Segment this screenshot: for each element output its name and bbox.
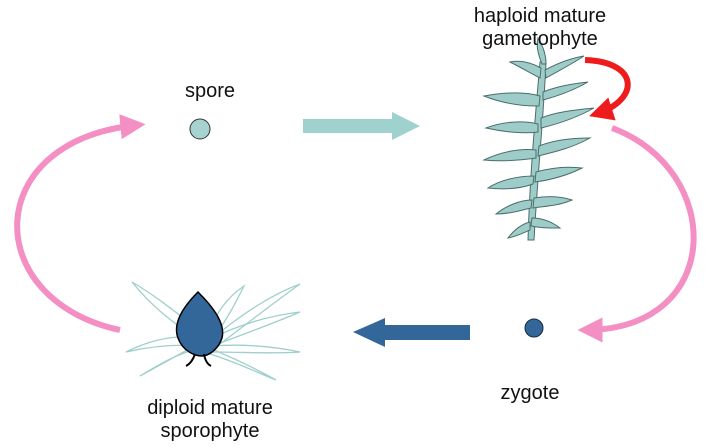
label-gametophyte: haploid mature gametophyte [430,5,650,51]
label-sporophyte: diploid mature sporophyte [100,397,320,443]
fertilization-arrow [584,57,631,121]
sporophyte-plant [125,281,301,381]
label-gametophyte-line2: gametophyte [482,28,598,50]
sporophyte-foot [185,353,212,367]
spore-shape [189,118,211,140]
label-zygote: zygote [500,382,560,404]
label-sporophyte-line1: diploid mature [147,397,273,419]
label-gametophyte-line1: haploid mature [473,5,607,27]
gametophyte-plant [482,36,595,241]
label-spore: spore [184,80,236,102]
growth-arrow-spore-to-gametophyte [303,112,420,140]
label-sporophyte-line2: sporophyte [160,420,260,442]
sporophyte-capsule [175,290,224,357]
cycle-arrow-gametophyte-to-zygote [577,125,697,343]
zygote-shape [524,318,544,338]
growth-arrow-zygote-to-sporophyte [353,318,470,347]
cycle-arrow-sporophyte-to-spore [14,114,146,333]
